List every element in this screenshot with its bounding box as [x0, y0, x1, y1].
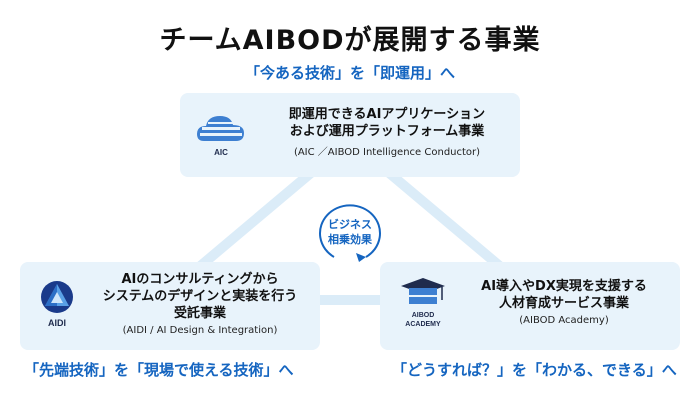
- card-academy: AIBOD ACADEMY AI導入やDX実現を支援する 人材育成サービス事業 …: [380, 262, 680, 350]
- aic-subtitle: (AIC ／AIBOD Intelligence Conductor): [293, 147, 481, 158]
- aidi-description: AIのコンサルティングから システムのデザインと実装を行う 受託事業 (AIDI…: [90, 271, 310, 336]
- cycle-arrow-icon: [319, 204, 381, 262]
- academy-title-line2: 人材育成サービス事業: [498, 296, 629, 311]
- tagline-aic: 「今ある技術」を「即運用」へ: [244, 64, 455, 82]
- aidi-title-line1: AIのコンサルティングから: [121, 272, 279, 287]
- synergy-label: ビジネス 相乗効果: [328, 218, 372, 246]
- aic-title-line2: および運用プラットフォーム事業: [289, 124, 485, 139]
- tagline-academy: 「どうすれば？」を「わかる、できる」へ: [392, 361, 677, 379]
- aidi-title-line3: 受託事業: [173, 306, 226, 321]
- aic-description: 即運用できるAIアプリケーション および運用プラットフォーム事業 (AIC ／A…: [262, 106, 512, 158]
- academy-description: AI導入やDX実現を支援する 人材育成サービス事業 (AIBOD Academy…: [456, 278, 672, 326]
- graduation-cap-icon: [400, 276, 446, 312]
- prism-icon: [38, 280, 76, 318]
- card-aidi: AIDI AIのコンサルティングから システムのデザインと実装を行う 受託事業 …: [20, 262, 320, 350]
- tagline-aidi: 「先端技術」を「現場で使える技術」へ: [24, 361, 294, 379]
- academy-subtitle: (AIBOD Academy): [519, 315, 609, 326]
- academy-logo-text: AIBOD ACADEMY: [405, 312, 441, 328]
- cloud-icon: [196, 111, 246, 149]
- aidi-logo-text: AIDI: [48, 318, 66, 328]
- aic-logo-text: AIC: [214, 148, 228, 157]
- card-aic: AIC 即運用できるAIアプリケーション および運用プラットフォーム事業 (AI…: [180, 93, 520, 177]
- aidi-subtitle: (AIDI / AI Design & Integration): [122, 325, 278, 336]
- aidi-title-line2: システムのデザインと実装を行う: [102, 289, 298, 304]
- page-title: チームAIBODが展開する事業: [159, 25, 541, 56]
- aic-title-line1: 即運用できるAIアプリケーション: [288, 107, 486, 122]
- synergy-badge: ビジネス 相乗効果: [312, 200, 388, 266]
- academy-title-line1: AI導入やDX実現を支援する: [481, 279, 647, 294]
